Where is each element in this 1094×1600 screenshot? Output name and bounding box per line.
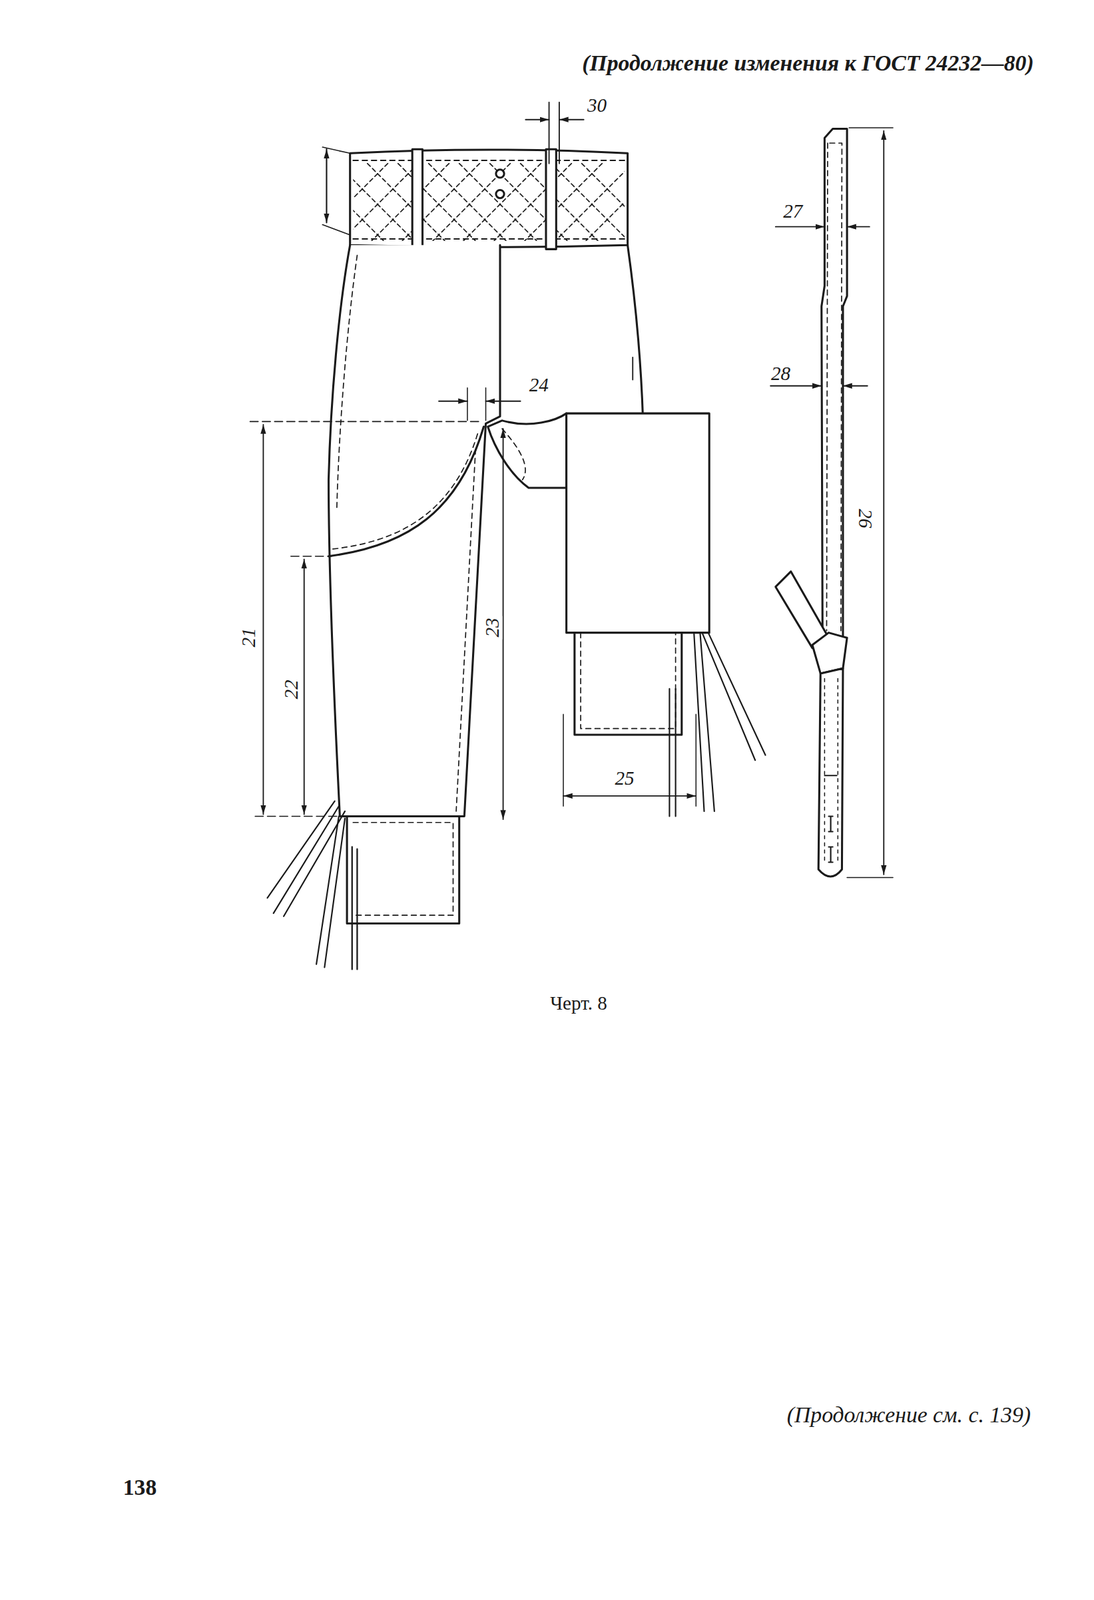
drawing-line — [412, 149, 423, 250]
drawing-line — [566, 413, 710, 634]
drawing-line — [826, 143, 842, 632]
drawing-line — [502, 428, 526, 481]
drawing-line — [821, 129, 847, 639]
drawing-line — [824, 775, 837, 777]
drawing-line — [631, 357, 634, 381]
dimension-number: 21 — [237, 625, 259, 650]
drawing-line — [486, 400, 521, 403]
drawing-line — [249, 421, 480, 817]
drawing-line — [525, 119, 549, 121]
drawing-line — [502, 428, 505, 820]
drawing-line — [846, 226, 870, 228]
page-number: 138 — [121, 1475, 160, 1501]
drawing-line — [669, 689, 676, 818]
drawing-line — [775, 571, 829, 649]
drawing-line — [456, 449, 476, 812]
continuation-note: (Продолжение см. с. 139) — [785, 1402, 1033, 1428]
drawing-line — [693, 633, 715, 812]
drawing-line — [549, 102, 560, 164]
dimension-number: 28 — [769, 362, 793, 385]
dimension-number: 23 — [481, 615, 503, 640]
drawing-line — [438, 400, 468, 403]
drawing-line — [332, 434, 479, 550]
drawing-line — [467, 388, 487, 421]
dimension-number: 26 — [854, 506, 877, 531]
drawing-line — [325, 149, 327, 223]
dimension-number: 27 — [781, 200, 805, 222]
drawing-line — [580, 633, 676, 730]
drawing-line — [701, 633, 766, 762]
drawing-line — [328, 245, 501, 817]
dimension-number: 30 — [585, 94, 609, 116]
figure-caption: Черт. 8 — [547, 992, 610, 1015]
drawing-line — [812, 633, 847, 674]
drawing-line — [846, 127, 893, 878]
drawing-line — [563, 714, 696, 807]
drawing-line — [352, 163, 625, 242]
drawing-line — [828, 817, 833, 863]
dimension-number: 22 — [280, 678, 302, 702]
drawing-line — [350, 149, 628, 248]
drawing-line — [546, 149, 556, 250]
drawing-line — [775, 226, 825, 228]
drawing-line — [627, 245, 644, 419]
drawing-line — [346, 817, 460, 925]
drawing-line — [488, 413, 567, 489]
drawing-line — [352, 163, 625, 242]
drawing-line — [263, 424, 265, 815]
drawing-line — [496, 189, 505, 198]
drawing-line — [882, 131, 885, 875]
drawing-line — [316, 817, 345, 969]
drawing-line — [249, 102, 893, 971]
dimension-number: 24 — [527, 374, 551, 396]
drawing-line — [499, 250, 501, 414]
dimension-number: 25 — [612, 767, 636, 790]
drawing-line — [328, 426, 485, 557]
drawing-line — [352, 163, 625, 242]
drawing-line — [824, 679, 838, 863]
drawing-line — [770, 385, 822, 387]
drawing-line — [303, 559, 305, 815]
drawing-line — [574, 633, 682, 736]
drawing-line — [496, 169, 505, 178]
drawing-line — [559, 119, 584, 121]
drawing-line — [352, 847, 358, 971]
drawing-line — [322, 147, 350, 236]
drawing-line — [818, 668, 843, 877]
drawing-line — [842, 385, 868, 387]
drawing-line — [336, 255, 358, 511]
drawing-line — [563, 795, 696, 798]
drawing-line — [352, 822, 453, 916]
drawing-line — [267, 801, 335, 899]
page-header: (Продолжение изменения к ГОСТ 24232—80) — [579, 50, 1036, 76]
